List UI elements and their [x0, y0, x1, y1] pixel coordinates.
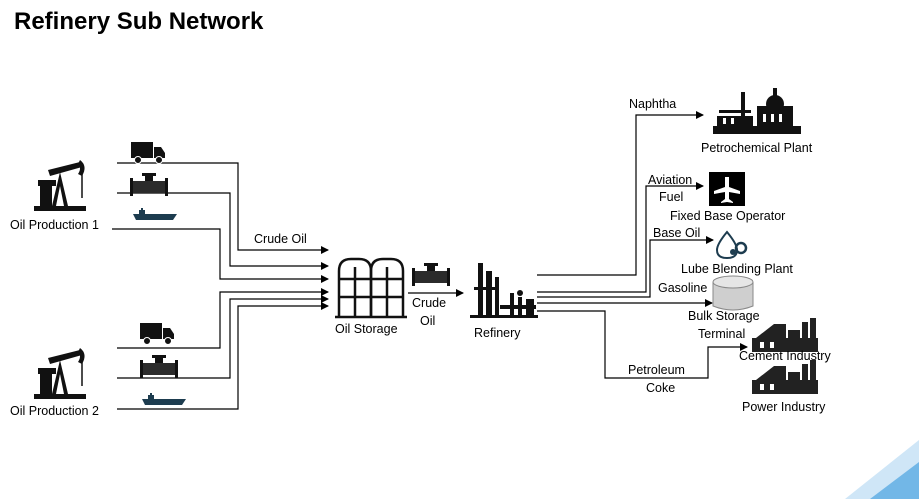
flow-label-gasoline: Gasoline [658, 281, 707, 295]
flow-label-petroleum: Petroleum [628, 363, 685, 377]
pipeline-icon [412, 263, 450, 286]
tanker-ship-icon [133, 208, 177, 220]
node-lube-blending-plant: Lube Blending Plant [681, 262, 793, 276]
bulk-tank-icon [712, 275, 754, 311]
node-bulk-storage: Bulk Storage [688, 309, 760, 323]
pipeline-icon [130, 173, 168, 196]
flow-label-fuel: Fuel [659, 190, 683, 204]
flow-label-crude-oil: Crude Oil [254, 232, 307, 246]
flow-petroleum-coke [537, 310, 748, 379]
node-terminal: Terminal [698, 327, 745, 341]
flow-ship-1 [112, 228, 329, 283]
flow-label-aviation: Aviation [648, 173, 692, 187]
oil-pump-icon [34, 348, 86, 399]
truck-icon [131, 142, 165, 164]
power-plant-icon [752, 360, 818, 394]
page-title: Refinery Sub Network [14, 8, 264, 35]
flow-truck-1 [117, 162, 329, 254]
oil-pump-icon [34, 160, 86, 211]
cement-plant-icon [752, 318, 818, 352]
node-petrochemical-plant: Petrochemical Plant [701, 141, 813, 155]
node-oil-storage: Oil Storage [335, 322, 398, 336]
flow-label-crude: Crude [412, 296, 446, 310]
flow-naphtha [537, 111, 704, 276]
flow-label-oil: Oil [420, 314, 435, 328]
truck-icon [140, 323, 174, 345]
corner-decoration [845, 440, 919, 499]
lube-oil-icon [715, 230, 748, 260]
flow-base-oil [537, 236, 714, 298]
node-cement-industry: Cement Industry [739, 349, 831, 363]
petrochemical-plant-icon [713, 88, 801, 134]
flow-label-base-oil: Base Oil [653, 226, 700, 240]
pipeline-icon [140, 355, 178, 378]
flow-ship-2 [117, 302, 329, 410]
node-fixed-base-operator: Fixed Base Operator [670, 209, 785, 223]
airplane-icon [709, 172, 745, 206]
node-power-industry: Power Industry [742, 400, 826, 414]
flow-label-coke: Coke [646, 381, 675, 395]
refinery-icon [470, 263, 538, 318]
node-refinery: Refinery [474, 326, 521, 340]
tanker-ship-icon [142, 393, 186, 405]
flow-pipe-2 [117, 295, 329, 379]
flow-truck-2 [117, 288, 329, 349]
flow-pipe-1 [117, 192, 329, 270]
node-oil-production-2: Oil Production 2 [10, 404, 99, 418]
storage-tanks-icon [335, 257, 407, 319]
flow-lines [112, 111, 748, 410]
node-oil-production-1: Oil Production 1 [10, 218, 99, 232]
flow-label-naphtha: Naphtha [629, 97, 676, 111]
flow-aviation-fuel [537, 182, 704, 293]
